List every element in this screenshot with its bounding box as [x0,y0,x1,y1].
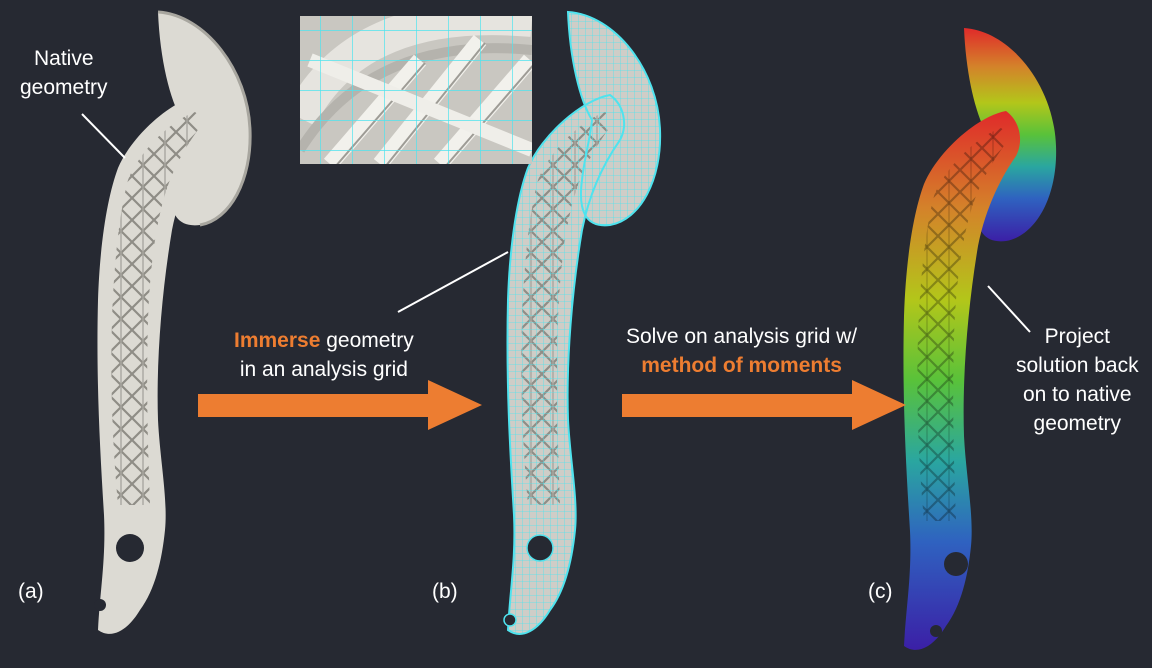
immerse-label-line-2: in an analysis grid [239,358,408,381]
project-label-line-4: geometry [1033,412,1122,435]
grid-zoom-inset [300,16,532,164]
immerse-label: Immerse geometry in an analysis grid [234,326,414,384]
immerse-leader-line [397,251,509,313]
solve-arrow [622,380,906,430]
project-label-line-3: on to native [1022,383,1132,406]
immerse-rest: geometry [320,329,414,352]
panel-tag-a: (a) [18,580,44,603]
native-label-line-2: geometry [20,76,108,99]
native-leader-line [81,113,126,159]
project-label: Project solution back on to native geome… [1016,322,1139,438]
solve-label: Solve on analysis grid w/ method of mome… [626,322,857,380]
immerse-emphasis: Immerse [234,329,321,352]
native-label-line-1: Native [34,47,94,70]
gridded-bracket-part [503,11,662,635]
panel-tag-c: (c) [868,580,893,603]
native-bracket-part [94,10,252,634]
solve-label-line-1: Solve on analysis grid w/ [626,325,858,348]
project-label-line-2: solution back [1016,354,1139,377]
immerse-arrow [198,380,482,430]
project-leader-line [987,285,1031,333]
native-geometry-label: Native geometry [20,44,108,102]
solve-emphasis: method of moments [641,354,842,377]
panel-tag-b: (b) [432,580,458,603]
solution-bracket-part [903,28,1057,650]
project-label-line-1: Project [1044,325,1110,348]
